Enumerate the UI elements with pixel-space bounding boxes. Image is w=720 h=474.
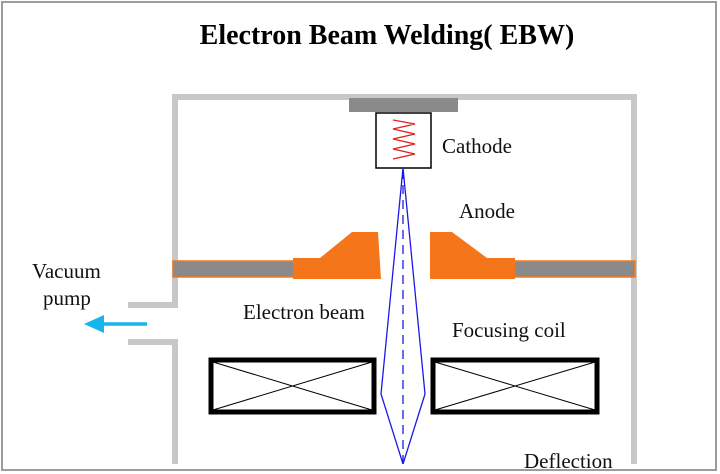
anode-plate-left [172, 260, 298, 278]
electron-beam-label: Electron beam [243, 300, 365, 324]
anode-plate-right [512, 260, 636, 278]
electron-beam [380, 167, 426, 464]
vacuum-pump-label-line2: pump [43, 286, 91, 310]
ebw-diagram [84, 94, 637, 464]
anode-label: Anode [459, 199, 515, 223]
cathode-label: Cathode [442, 134, 512, 158]
anode-left [293, 232, 381, 279]
deflection-label: Deflection [524, 449, 613, 473]
coil-right-cross-b [434, 361, 596, 411]
vacuum-chamber [128, 94, 637, 464]
chamber-upper-wall [128, 94, 637, 464]
vacuum-pump-label-line1: Vacuum [32, 259, 101, 283]
coil-left-cross-b [212, 361, 373, 411]
chamber-top-wall [128, 339, 178, 464]
focusing-coil-left [208, 357, 377, 415]
beam-right-edge [402, 167, 426, 464]
focusing-coil-right [430, 357, 600, 415]
focusing-coil-left-body [208, 357, 377, 415]
focusing-coil-label: Focusing coil [452, 318, 566, 342]
cathode-filament-icon [392, 119, 416, 160]
cathode-housing [375, 112, 432, 169]
cathode-holder [349, 98, 458, 112]
beam-left-edge [380, 167, 404, 464]
diagram-title: Electron Beam Welding( EBW) [199, 20, 575, 51]
vacuum-arrow-icon [84, 315, 147, 333]
anode-right [430, 232, 515, 279]
focusing-coil-right-body [430, 357, 600, 415]
